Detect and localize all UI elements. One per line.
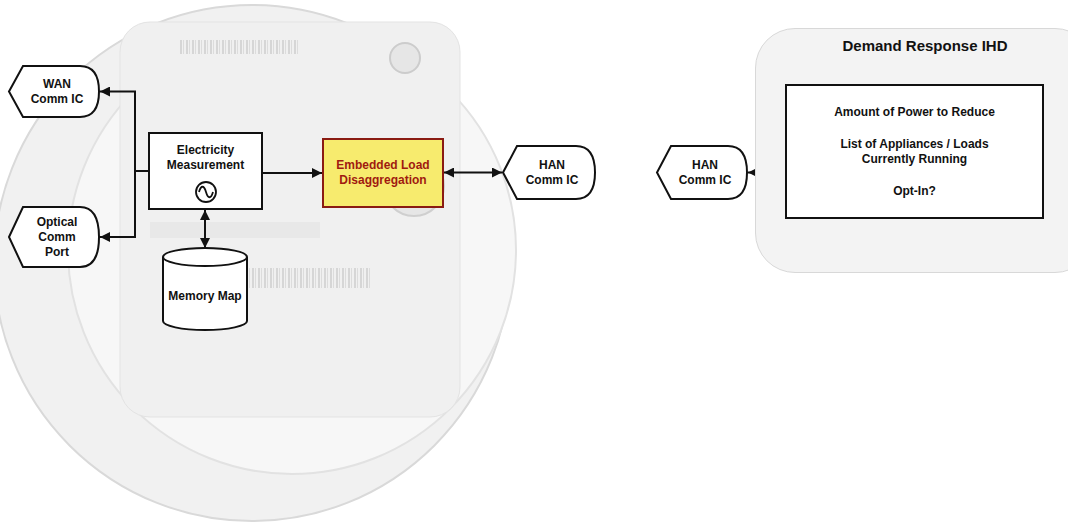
storage-cylinder: Memory Map xyxy=(162,248,248,330)
node-label: Electricity Measurement xyxy=(156,143,255,173)
comm-port-shape: HAN Comm IC xyxy=(502,145,596,200)
node-label: HAN Comm IC xyxy=(674,158,736,188)
node-label: Opt-In? xyxy=(893,184,936,199)
connector-arrow xyxy=(204,210,206,248)
node-label: Amount of Power to Reduce xyxy=(834,105,995,120)
node-label: Memory Map xyxy=(168,289,241,304)
connector-arrow xyxy=(100,171,148,237)
barcode xyxy=(240,268,370,288)
connector-arrow xyxy=(263,172,322,174)
comm-port-shape: Optical Comm Port xyxy=(8,206,100,268)
rating-plate xyxy=(150,222,320,238)
process-box: Electricity Measurement xyxy=(148,132,263,210)
node-label: Optical Comm Port xyxy=(26,215,88,260)
display-box: Amount of Power to ReduceList of Applian… xyxy=(785,84,1044,219)
meter-faceplate xyxy=(120,22,460,417)
node-label: WAN Comm IC xyxy=(26,77,88,107)
meter-knob xyxy=(390,43,420,73)
highlight-box: Embedded Load Disaggregation xyxy=(322,138,444,208)
node-label: Embedded Load Disaggregation xyxy=(334,158,432,188)
sine-symbol xyxy=(193,179,219,205)
connector-arrow xyxy=(444,172,502,174)
barcode xyxy=(180,40,300,54)
comm-port-shape: WAN Comm IC xyxy=(8,65,100,118)
comm-port-shape: HAN Comm IC xyxy=(656,145,748,200)
node-label: HAN Comm IC xyxy=(520,158,584,188)
node-label: List of Appliances / Loads Currently Run… xyxy=(817,137,1012,167)
device-heading: Demand Response IHD xyxy=(842,37,1007,56)
connector-arrow xyxy=(100,92,148,172)
device-panel: Demand Response IHD Amount of Power to Re… xyxy=(755,28,1068,273)
